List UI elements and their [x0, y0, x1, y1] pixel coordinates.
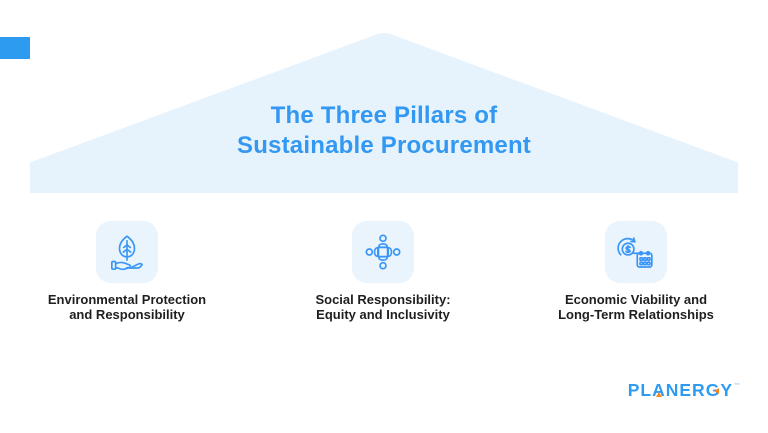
accent-bar	[0, 37, 30, 59]
pillar-label-line1: Social Responsibility:	[315, 292, 451, 307]
logo-letter-g: G	[705, 380, 721, 400]
pillar-label-line2: and Responsibility	[69, 307, 185, 322]
icon-tile	[352, 221, 414, 283]
pillar-label: Environmental Protection and Responsibil…	[48, 292, 206, 322]
pillar-label: Social Responsibility: Equity and Inclus…	[315, 292, 450, 322]
pillar-economic: Economic Viability and Long-Term Relatio…	[486, 221, 768, 322]
pillar-social: Social Responsibility: Equity and Inclus…	[233, 221, 533, 322]
pillar-label-line2: Long-Term Relationships	[558, 307, 714, 322]
page-title: The Three Pillars of Sustainable Procure…	[0, 101, 768, 161]
logo-letter-a: A	[652, 380, 666, 400]
pillar-label: Economic Viability and Long-Term Relatio…	[558, 292, 714, 322]
pillar-label-line1: Environmental Protection	[47, 292, 207, 307]
recurring-revenue-calendar-icon	[617, 237, 653, 268]
logo-letters-ner: NER	[665, 380, 706, 400]
page-title-line1: The Three Pillars of	[270, 102, 498, 129]
pillar-label-line2: Equity and Inclusivity	[316, 307, 450, 322]
team-around-table-icon	[365, 234, 401, 270]
logo-letter-y: Y	[720, 380, 733, 400]
logo-letters-pl: PL	[627, 380, 653, 400]
pyramid-banner-shape	[30, 33, 738, 193]
trademark-symbol: ™	[734, 383, 740, 389]
icon-tile	[605, 221, 667, 283]
pillar-label-line1: Economic Viability and	[564, 292, 708, 307]
leaf-in-hand-icon	[111, 235, 144, 271]
icon-tile	[96, 221, 158, 283]
pillar-environmental: Environmental Protection and Responsibil…	[0, 221, 277, 322]
page-title-line2: Sustainable Procurement	[236, 132, 532, 159]
